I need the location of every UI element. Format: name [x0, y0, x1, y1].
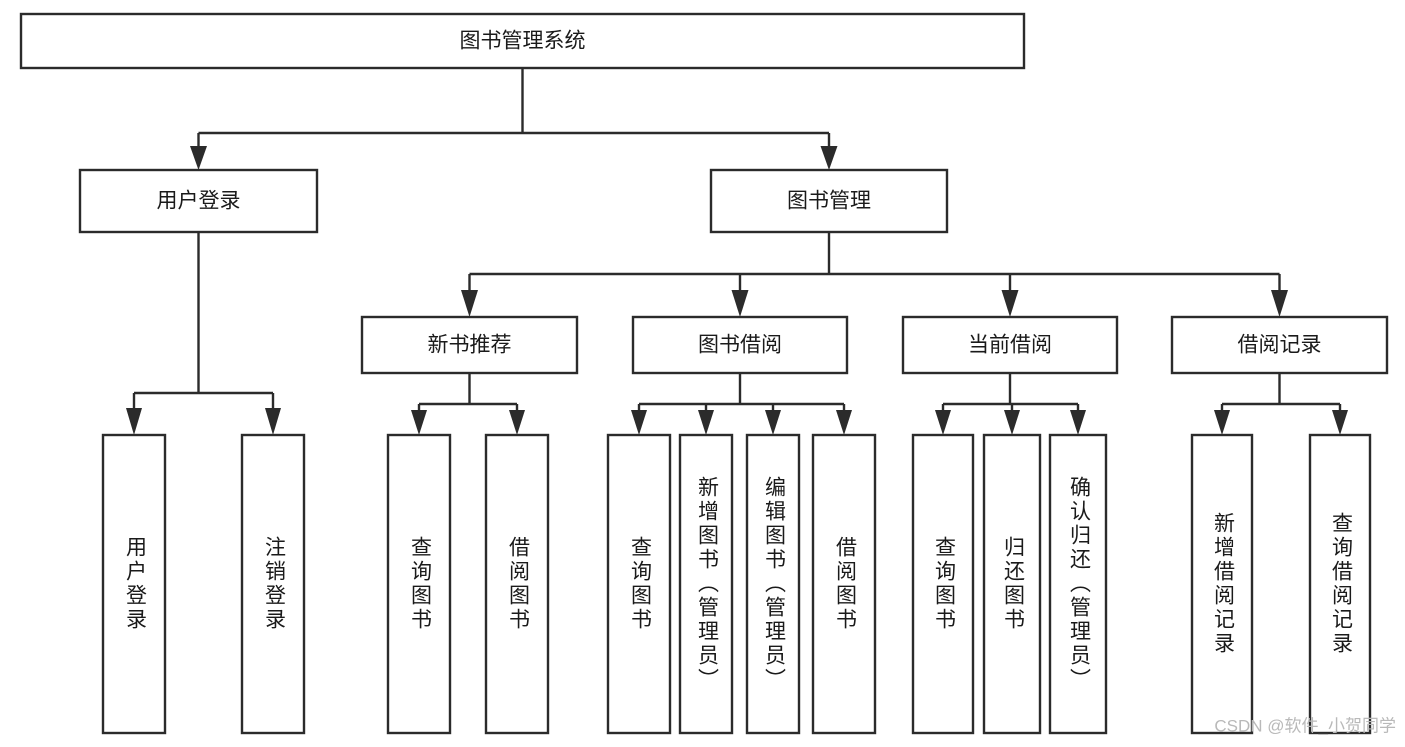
node-borrow-record-box[interactable] — [1170, 315, 1389, 375]
arrow-head-borrow-record — [1271, 290, 1288, 317]
node-book-borrow[interactable]: 图书借阅 — [631, 315, 849, 375]
node-user-login-label: 用户登录 — [157, 190, 241, 213]
node-leaf-add-book-admin[interactable]: 新增图书（管理员） — [678, 433, 734, 735]
node-leaf-return-book[interactable]: 归还图书 — [982, 433, 1042, 735]
node-leaf-borrow-book-2-box[interactable] — [811, 433, 877, 735]
node-new-book-recommend[interactable]: 新书推荐 — [360, 315, 579, 375]
node-leaf-query-book-3-label: 查询图书 — [932, 536, 956, 632]
arrow-head-leaf-borrow-book-2 — [836, 410, 852, 435]
node-new-book-recommend-label: 新书推荐 — [428, 334, 512, 357]
node-leaf-query-book-2-box[interactable] — [606, 433, 672, 735]
node-book-borrow-label: 图书借阅 — [698, 334, 782, 357]
arrow-head-book-management — [820, 146, 838, 170]
node-leaf-borrow-book-1-label: 借阅图书 — [506, 536, 530, 632]
node-leaf-logout-login[interactable]: 注销登录 — [240, 433, 306, 735]
node-leaf-confirm-return-box[interactable] — [1048, 433, 1108, 735]
node-leaf-edit-book-admin-box[interactable] — [745, 433, 801, 735]
node-leaf-query-book-3[interactable]: 查询图书 — [911, 433, 975, 735]
arrow-head-leaf-add-borrow-record — [1214, 410, 1230, 435]
node-leaf-user-login[interactable]: 用户登录 — [101, 433, 167, 735]
node-new-book-recommend-box[interactable] — [360, 315, 579, 375]
arrow-head-leaf-borrow-book-1 — [509, 410, 525, 435]
node-leaf-query-book-1[interactable]: 查询图书 — [386, 433, 452, 735]
watermark-label: CSDN @软件_小贺同学 — [1214, 716, 1396, 735]
node-current-borrow-box[interactable] — [901, 315, 1119, 375]
node-leaf-add-borrow-record[interactable]: 新增借阅记录 — [1190, 433, 1254, 735]
node-leaf-confirm-return-label: 确认归还（管理员） — [1067, 476, 1091, 692]
node-leaf-logout-login-box[interactable] — [240, 433, 306, 735]
arrow-head-leaf-add-book-admin — [698, 410, 714, 435]
arrow-head-leaf-query-book-1 — [411, 410, 427, 435]
arrow-head-leaf-return-book — [1004, 410, 1020, 435]
arrow-head-leaf-edit-book-admin — [765, 410, 781, 435]
node-current-borrow[interactable]: 当前借阅 — [901, 315, 1119, 375]
node-leaf-add-book-admin-label: 新增图书（管理员） — [695, 476, 719, 692]
node-leaf-borrow-book-1-box[interactable] — [484, 433, 550, 735]
node-leaf-borrow-book-2[interactable]: 借阅图书 — [811, 433, 877, 735]
node-leaf-logout-login-label: 注销登录 — [262, 536, 286, 632]
node-leaf-borrow-book-1[interactable]: 借阅图书 — [484, 433, 550, 735]
node-leaf-edit-book-admin-label: 编辑图书（管理员） — [762, 476, 786, 692]
node-borrow-record-label: 借阅记录 — [1238, 334, 1322, 357]
connector-layer — [126, 68, 1348, 435]
arrow-head-leaf-logout-login — [265, 408, 281, 435]
node-leaf-confirm-return[interactable]: 确认归还（管理员） — [1048, 433, 1108, 735]
arrow-head-leaf-user-login — [126, 408, 142, 435]
node-leaf-user-login-label: 用户登录 — [123, 536, 147, 632]
node-leaf-query-borrow-record-box[interactable] — [1308, 433, 1372, 735]
node-borrow-record[interactable]: 借阅记录 — [1170, 315, 1389, 375]
arrow-head-leaf-query-borrow-record — [1332, 410, 1348, 435]
node-book-management-box[interactable] — [709, 168, 949, 234]
node-leaf-return-book-label: 归还图书 — [1001, 536, 1025, 632]
node-leaf-query-borrow-record-label: 查询借阅记录 — [1329, 512, 1353, 656]
arrow-head-user-login — [190, 146, 207, 170]
arrow-head-leaf-confirm-return — [1070, 410, 1086, 435]
node-user-login[interactable]: 用户登录 — [78, 168, 319, 234]
arrow-head-book-borrow — [731, 290, 749, 317]
node-leaf-add-book-admin-box[interactable] — [678, 433, 734, 735]
node-user-login-box[interactable] — [78, 168, 319, 234]
node-leaf-query-book-3-box[interactable] — [911, 433, 975, 735]
node-leaf-query-book-2-label: 查询图书 — [628, 536, 652, 632]
node-leaf-return-book-box[interactable] — [982, 433, 1042, 735]
node-leaf-edit-book-admin[interactable]: 编辑图书（管理员） — [745, 433, 801, 735]
node-leaf-query-book-2[interactable]: 查询图书 — [606, 433, 672, 735]
node-root-box[interactable] — [19, 12, 1026, 70]
node-book-borrow-box[interactable] — [631, 315, 849, 375]
node-leaf-borrow-book-2-label: 借阅图书 — [833, 536, 857, 632]
arrow-head-new-book-recommend — [461, 290, 478, 317]
node-root[interactable]: 图书管理系统 — [19, 12, 1026, 70]
node-book-management-label: 图书管理 — [787, 190, 871, 213]
node-leaf-add-borrow-record-box[interactable] — [1190, 433, 1254, 735]
arrow-head-leaf-query-book-2 — [631, 410, 647, 435]
node-leaf-query-borrow-record[interactable]: 查询借阅记录 — [1308, 433, 1372, 735]
node-current-borrow-label: 当前借阅 — [968, 334, 1052, 357]
arrow-head-current-borrow — [1001, 290, 1019, 317]
node-leaf-user-login-box[interactable] — [101, 433, 167, 735]
node-root-label: 图书管理系统 — [460, 30, 586, 53]
node-leaf-query-book-1-box[interactable] — [386, 433, 452, 735]
arrow-head-leaf-query-book-3 — [935, 410, 951, 435]
node-leaf-add-borrow-record-label: 新增借阅记录 — [1211, 512, 1235, 656]
node-book-management[interactable]: 图书管理 — [709, 168, 949, 234]
node-leaf-query-book-1-label: 查询图书 — [408, 536, 432, 632]
